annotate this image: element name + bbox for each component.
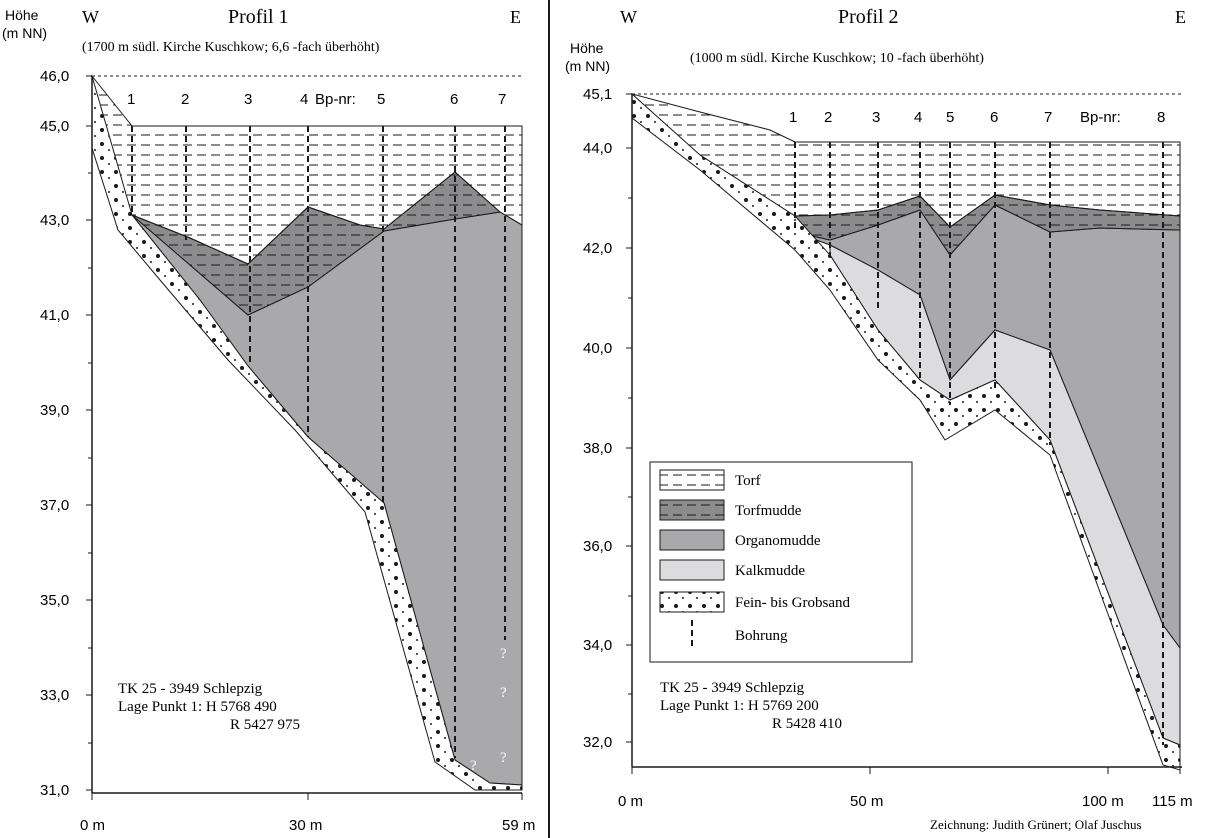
p2-xtick-115: 115 m	[1152, 793, 1193, 810]
p2-ytick-34: 34,0	[583, 637, 612, 654]
p1-ytick-33: 33,0	[40, 687, 69, 704]
p2-borehole-label-2: 2	[824, 109, 832, 126]
p1-borehole-label-5: 5	[377, 91, 385, 108]
p2-ytick-32: 32,0	[583, 734, 612, 751]
p1-height-label: Höhe	[5, 7, 39, 23]
legend-swatch-torf	[659, 469, 725, 491]
p2-borehole-label-5: 5	[946, 109, 954, 126]
p1-borehole-label-7: 7	[498, 91, 506, 108]
p2-xtick-50: 50 m	[850, 793, 883, 810]
p1-ytick-46: 46,0	[40, 68, 69, 85]
p2-borehole-label-1: 1	[789, 109, 797, 126]
p2-location-r: R 5428 410	[772, 716, 842, 732]
legend-swatch-sand	[659, 591, 725, 613]
p2-map-sheet: TK 25 - 3949 Schlepzig	[660, 680, 805, 696]
p1-ytick-41: 41,0	[40, 307, 69, 324]
p1-borehole-label-1: 1	[127, 91, 135, 108]
p1-ytick-39: 39,0	[40, 402, 69, 419]
p2-height-label: Höhe	[570, 40, 604, 56]
p2-ytick-42: 42,0	[583, 240, 612, 257]
p2-bp-label: Bp-nr:	[1080, 109, 1121, 126]
legend-label-sand: Fein- bis Grobsand	[735, 595, 850, 611]
p1-xtick-30: 30 m	[289, 817, 322, 834]
legend-label-torf: Torf	[735, 473, 761, 489]
p2-ytick-44: 44,0	[583, 140, 612, 157]
p1-xtick-59: 59 m	[502, 817, 535, 834]
p1-question-mark-2: ?	[500, 685, 507, 701]
p2-subtitle: (1000 m südl. Kirche Kuschkow; 10 -fach …	[690, 51, 984, 66]
p2-borehole-label-7: 7	[1044, 109, 1052, 126]
p1-borehole-label-4: 4	[300, 91, 308, 108]
p1-ytick-37: 37,0	[40, 497, 69, 514]
p1-borehole-label-6: 6	[450, 91, 458, 108]
p2-ytick-38: 38,0	[583, 440, 612, 457]
p1-borehole-label-2: 2	[181, 91, 189, 108]
p1-title: Profil 1	[228, 6, 289, 28]
p1-question-mark-1: ?	[500, 646, 507, 662]
p1-ytick-45: 45,0	[40, 118, 69, 135]
p1-east-label: E	[510, 7, 521, 27]
legend-swatch-organomudde	[659, 529, 725, 551]
legend-label-kalkmudde: Kalkmudde	[735, 563, 805, 579]
p2-xtick-100: 100 m	[1082, 793, 1124, 810]
p1-question-mark-4: ?	[470, 758, 477, 774]
p1-subtitle: (1700 m südl. Kirche Kuschkow; 6,6 -fach…	[82, 40, 380, 55]
p1-location-r: R 5427 975	[230, 717, 300, 733]
p2-height-unit: (m NN)	[565, 58, 610, 74]
p2-title: Profil 2	[838, 6, 899, 28]
p1-question-mark-3: ?	[500, 750, 507, 766]
p1-ytick-35: 35,0	[40, 592, 69, 609]
legend-swatch-kalkmudde	[659, 559, 725, 581]
p2-borehole-label-8: 8	[1157, 109, 1165, 126]
p2-ytick-45-1: 45,1	[583, 86, 612, 103]
p2-borehole-label-6: 6	[990, 109, 998, 126]
p2-west-label: W	[620, 7, 637, 27]
p1-ticks	[86, 75, 523, 800]
p1-sand-layer	[91, 75, 523, 791]
legend-label-torfmudde: Torfmudde	[735, 503, 802, 519]
legend-label-bohrung: Bohrung	[735, 628, 788, 644]
p1-ytick-31: 31,0	[40, 782, 69, 799]
p2-borehole-label-3: 3	[872, 109, 880, 126]
p2-location-h: Lage Punkt 1: H 5769 200	[660, 698, 819, 714]
p1-xtick-0: 0 m	[80, 817, 105, 834]
p2-xtick-0: 0 m	[618, 793, 643, 810]
legend: Torf Torfmudde Organomudde Kalkmudde Fei…	[649, 461, 913, 663]
p1-bp-label: Bp-nr:	[315, 91, 356, 108]
credit-line: Zeichnung: Judith Grünert; Olaf Juschus	[930, 817, 1142, 832]
p1-ytick-43: 43,0	[40, 212, 69, 229]
p1-location-h: Lage Punkt 1: H 5768 490	[118, 699, 277, 715]
p1-height-unit: (m NN)	[2, 25, 47, 41]
p2-ytick-40: 40,0	[583, 340, 612, 357]
p2-ytick-36: 36,0	[583, 538, 612, 555]
legend-swatch-torfmudde	[659, 499, 725, 521]
profile-1: W Profil 1 E Höhe (m NN) (1700 m südl. K…	[2, 0, 550, 838]
p1-west-label: W	[82, 7, 99, 27]
p2-ticks	[626, 93, 1181, 774]
profile-2: W Profil 2 E Höhe (m NN) (1000 m südl. K…	[565, 6, 1193, 810]
p1-borehole-label-3: 3	[244, 91, 252, 108]
legend-label-organomudde: Organomudde	[735, 533, 821, 549]
p2-east-label: E	[1175, 7, 1186, 27]
p1-map-sheet: TK 25 - 3949 Schlepzig	[118, 681, 263, 697]
p2-borehole-label-4: 4	[914, 109, 922, 126]
